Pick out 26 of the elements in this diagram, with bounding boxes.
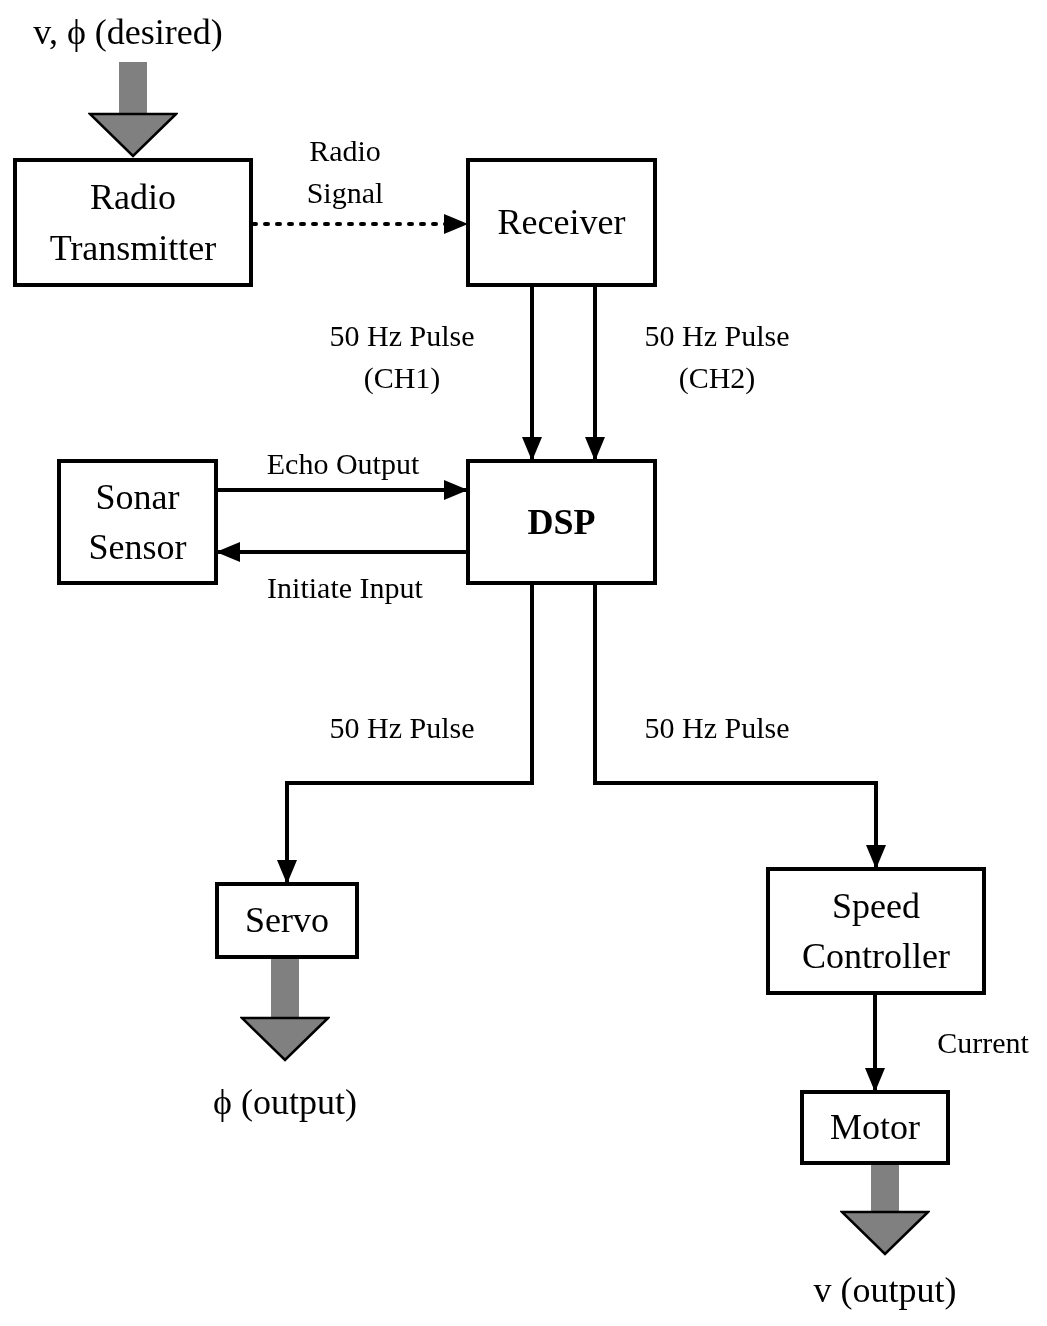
arrow [522,287,542,461]
process-box [57,459,218,585]
signal-text: v (output) [813,1268,957,1312]
arrow [585,287,605,461]
process-box [215,882,359,959]
signal-text: ϕ (output) [213,1080,357,1124]
block-arrow [240,959,330,1062]
box-label: Speed Controller [801,884,951,978]
box-label: DSP [527,500,596,544]
box-label: Receiver [497,201,626,245]
arrow [593,585,886,869]
box-label: Servo [245,899,329,943]
process-box [13,158,253,287]
signal-text: v, ϕ (desired) [33,10,223,54]
box-label: Motor [830,1106,920,1150]
block-arrow [88,62,178,158]
arrow [277,585,534,884]
process-box [766,867,986,995]
block-arrow [840,1165,930,1256]
process-box [466,459,657,585]
process-box [800,1090,950,1165]
box-label: Radio Transmitter [48,176,218,270]
arrow [218,480,468,500]
process-box [466,158,657,287]
arrow [865,995,885,1092]
box-label: Sonar Sensor [87,475,188,569]
